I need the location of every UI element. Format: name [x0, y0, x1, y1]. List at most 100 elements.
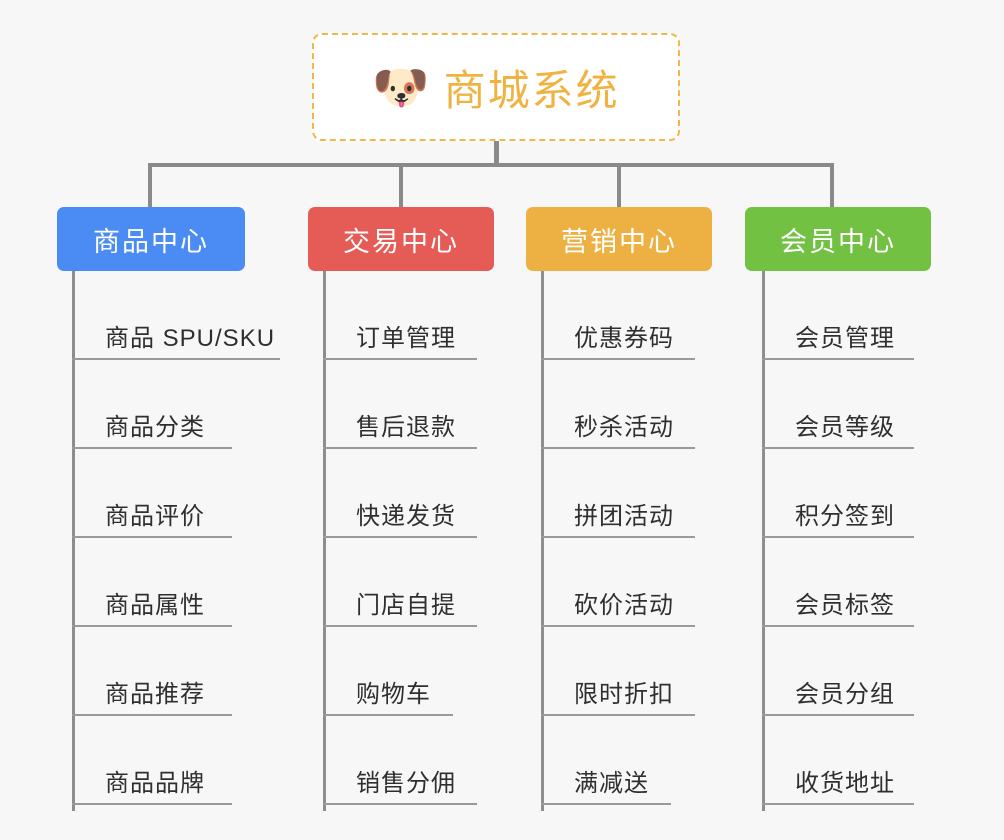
list-item[interactable]: 商品推荐	[72, 627, 275, 716]
leaf-label: 限时折扣	[574, 681, 674, 708]
list-item[interactable]: 秒杀活动	[541, 360, 712, 449]
branch-marketing-center: 营销中心 优惠券码 秒杀活动 拼团活动 砍价活动 限时折扣	[526, 207, 712, 811]
branch-items: 商品 SPU/SKU 商品分类 商品评价 商品属性 商品推荐 商品品牌	[57, 271, 280, 805]
dog-face-icon: 🐶	[372, 61, 430, 113]
leaf-underline	[762, 803, 914, 805]
branch-spine	[72, 271, 75, 811]
list-item[interactable]: 商品 SPU/SKU	[72, 271, 280, 360]
list-item[interactable]: 砍价活动	[541, 538, 712, 627]
list-item[interactable]: 售后退款	[323, 360, 494, 449]
branch-items: 会员管理 会员等级 积分签到 会员标签 会员分组 收货地址	[745, 271, 931, 805]
branch-header-trade-center[interactable]: 交易中心	[308, 207, 494, 271]
list-item[interactable]: 订单管理	[323, 271, 494, 360]
leaf-label: 门店自提	[356, 592, 456, 619]
list-item[interactable]: 商品品牌	[72, 716, 275, 805]
leaf-label: 订单管理	[356, 325, 456, 352]
branch-product-center: 商品中心 商品 SPU/SKU 商品分类 商品评价 商品属性 商品推荐	[57, 207, 280, 811]
root-stem-connector	[494, 141, 499, 165]
leaf-underline	[323, 447, 477, 449]
leaf-label: 售后退款	[356, 414, 456, 441]
leaf-label: 会员分组	[795, 681, 895, 708]
list-item[interactable]: 会员管理	[762, 271, 931, 360]
branch-header-marketing-center[interactable]: 营销中心	[526, 207, 712, 271]
branch-header-member-center[interactable]: 会员中心	[745, 207, 931, 271]
branch-member-center: 会员中心 会员管理 会员等级 积分签到 会员标签 会员分组	[745, 207, 931, 811]
leaf-underline	[323, 803, 477, 805]
list-item[interactable]: 会员等级	[762, 360, 931, 449]
list-item[interactable]: 积分签到	[762, 449, 931, 538]
leaf-underline	[762, 714, 914, 716]
leaf-underline	[762, 625, 914, 627]
branch-spine	[541, 271, 544, 811]
branch-header-label: 会员中心	[780, 226, 896, 257]
branch-drop-connector-2	[399, 163, 403, 209]
branch-drop-connector-3	[617, 163, 621, 209]
list-item[interactable]: 销售分佣	[323, 716, 494, 805]
root-title: 商城系统	[443, 66, 620, 114]
branch-header-product-center[interactable]: 商品中心	[57, 207, 245, 271]
leaf-underline	[762, 358, 914, 360]
leaf-underline	[323, 358, 477, 360]
leaf-underline	[72, 803, 232, 805]
leaf-label: 销售分佣	[356, 770, 456, 797]
leaf-underline	[762, 447, 914, 449]
list-item[interactable]: 限时折扣	[541, 627, 712, 716]
leaf-label: 商品推荐	[105, 681, 205, 708]
branch-header-label: 商品中心	[93, 226, 209, 257]
leaf-underline	[541, 714, 695, 716]
list-item[interactable]: 商品评价	[72, 449, 275, 538]
branch-items: 订单管理 售后退款 快递发货 门店自提 购物车 销售分佣	[308, 271, 494, 805]
leaf-label: 购物车	[356, 681, 431, 708]
leaf-label: 优惠券码	[574, 325, 674, 352]
branch-trade-center: 交易中心 订单管理 售后退款 快递发货 门店自提 购物车	[308, 207, 494, 811]
leaf-label: 快递发货	[356, 503, 456, 530]
leaf-underline	[72, 714, 232, 716]
branch-header-label: 营销中心	[561, 226, 677, 257]
list-item[interactable]: 商品分类	[72, 360, 275, 449]
branch-drop-connector-4	[830, 163, 834, 209]
leaf-underline	[762, 536, 914, 538]
leaf-label: 砍价活动	[574, 592, 674, 619]
leaf-underline	[323, 714, 453, 716]
leaf-label: 会员标签	[795, 592, 895, 619]
leaf-underline	[541, 803, 671, 805]
leaf-underline	[72, 358, 280, 360]
leaf-label: 秒杀活动	[574, 414, 674, 441]
branch-items: 优惠券码 秒杀活动 拼团活动 砍价活动 限时折扣 满减送	[526, 271, 712, 805]
leaf-underline	[541, 358, 695, 360]
leaf-label: 商品品牌	[105, 770, 205, 797]
leaf-label: 会员等级	[795, 414, 895, 441]
leaf-label: 商品分类	[105, 414, 205, 441]
list-item[interactable]: 会员分组	[762, 627, 931, 716]
list-item[interactable]: 满减送	[541, 716, 712, 805]
list-item[interactable]: 拼团活动	[541, 449, 712, 538]
branch-spine	[323, 271, 326, 811]
leaf-label: 拼团活动	[574, 503, 674, 530]
root-node[interactable]: 🐶 商城系统	[312, 33, 680, 141]
leaf-label: 会员管理	[795, 325, 895, 352]
leaf-label: 积分签到	[795, 503, 895, 530]
branch-spine	[762, 271, 765, 811]
leaf-label: 商品属性	[105, 592, 205, 619]
leaf-label: 收货地址	[795, 770, 895, 797]
leaf-underline	[72, 625, 232, 627]
list-item[interactable]: 快递发货	[323, 449, 494, 538]
leaf-underline	[72, 536, 232, 538]
branch-drop-connector-1	[148, 163, 152, 209]
list-item[interactable]: 会员标签	[762, 538, 931, 627]
leaf-underline	[323, 536, 477, 538]
list-item[interactable]: 商品属性	[72, 538, 275, 627]
leaf-label: 满减送	[574, 770, 649, 797]
list-item[interactable]: 门店自提	[323, 538, 494, 627]
branch-header-label: 交易中心	[343, 226, 459, 257]
leaf-label: 商品 SPU/SKU	[105, 325, 276, 352]
list-item[interactable]: 购物车	[323, 627, 494, 716]
list-item[interactable]: 收货地址	[762, 716, 931, 805]
leaf-underline	[541, 447, 695, 449]
list-item[interactable]: 优惠券码	[541, 271, 712, 360]
leaf-underline	[541, 625, 695, 627]
leaf-label: 商品评价	[105, 503, 205, 530]
leaf-underline	[72, 447, 232, 449]
leaf-underline	[541, 536, 695, 538]
